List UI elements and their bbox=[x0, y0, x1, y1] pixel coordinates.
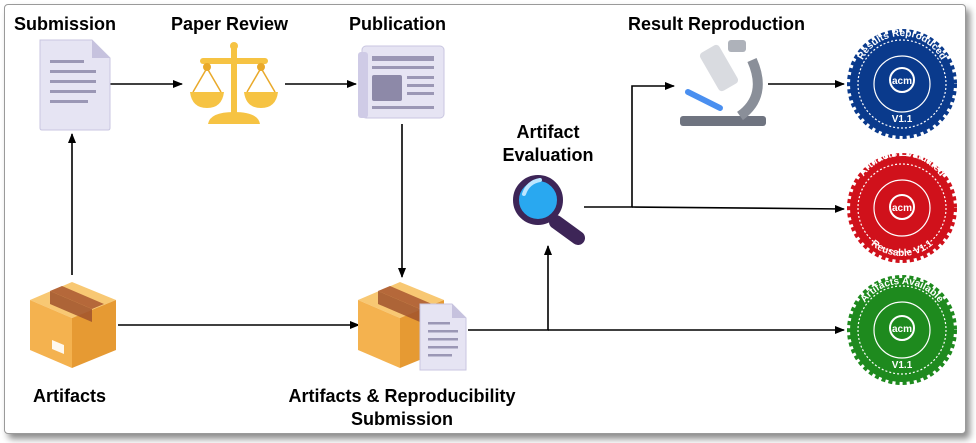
label-artifact-evaluation-line1: Artifact bbox=[516, 122, 580, 142]
label-ar-submission-line1: Artifacts & Reproducibility bbox=[288, 386, 516, 406]
box-icon bbox=[30, 282, 116, 368]
scales-icon bbox=[190, 42, 278, 124]
label-result-reproduction: Result Reproduction bbox=[628, 14, 806, 34]
magnifier-icon bbox=[513, 175, 585, 245]
label-submission: Submission bbox=[14, 14, 117, 34]
newspaper-icon bbox=[358, 45, 445, 119]
label-artifacts: Artifacts bbox=[33, 386, 107, 406]
label-publication: Publication bbox=[349, 14, 447, 34]
acm-logo-evaluated: acm bbox=[892, 203, 912, 214]
diagram-frame bbox=[4, 4, 966, 434]
acm-logo-available: acm bbox=[892, 324, 912, 335]
arrows bbox=[68, 80, 845, 334]
label-artifact-evaluation-line2: Evaluation bbox=[502, 145, 594, 165]
badge-artifacts-available: Artifacts Available acm V1.1 bbox=[847, 275, 957, 385]
arrow-ar-submission-to-evaluation bbox=[468, 245, 552, 331]
arrow-evaluation-to-reproduction bbox=[584, 82, 675, 208]
label-paper-review: Paper Review bbox=[171, 14, 289, 34]
badge-results-reproduced: Results Reproduced acm V1.1 bbox=[847, 28, 957, 139]
microscope-icon bbox=[680, 40, 766, 126]
document-icon bbox=[39, 39, 111, 131]
box-document-icon bbox=[358, 282, 467, 371]
badge-artifacts-evaluated: Artifacts Evaluated acm Reusable V1.1 bbox=[847, 148, 957, 263]
badge-available-version: V1.1 bbox=[892, 360, 913, 371]
acm-logo-reproduced: acm bbox=[892, 76, 912, 87]
arrow-evaluation-to-evaluated bbox=[631, 204, 845, 213]
badge-reproduced-version: V1.1 bbox=[892, 114, 913, 125]
label-ar-submission-line2: Submission bbox=[350, 409, 454, 429]
